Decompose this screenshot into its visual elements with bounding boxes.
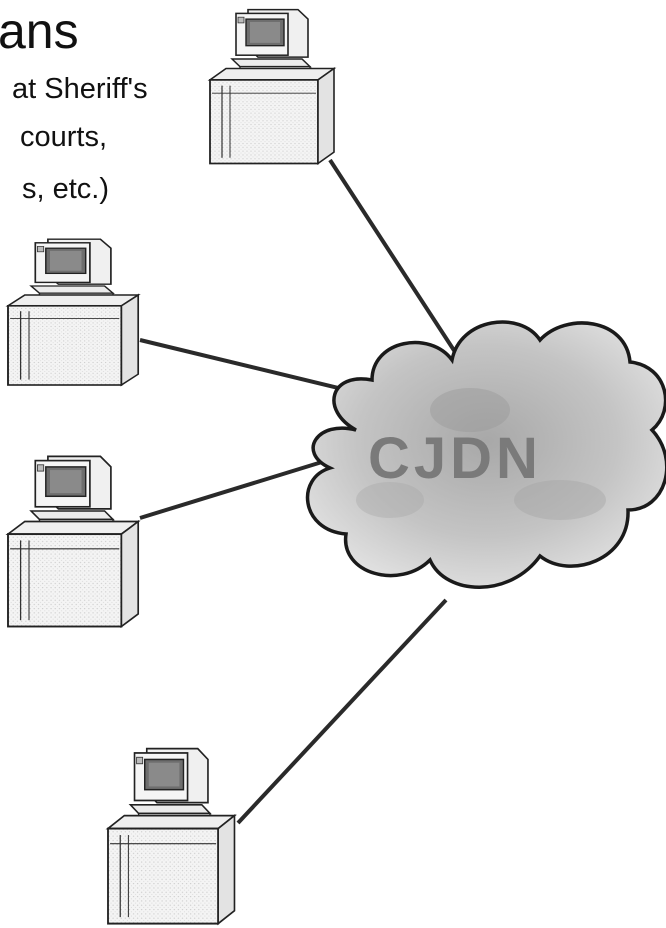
- heading-line-4: s, etc.): [22, 173, 109, 205]
- terminal-bottom: [107, 747, 236, 925]
- heading-block: ans at Sheriff's courts, s, etc.): [0, 3, 148, 205]
- cloud-label: CJDN: [368, 426, 542, 491]
- heading-line-1: ans: [0, 3, 79, 59]
- link-top-to-cloud: [328, 158, 474, 380]
- terminal-top: [209, 8, 335, 165]
- link-lower-left-to-cloud: [139, 460, 323, 520]
- heading-line-2: at Sheriff's: [12, 73, 148, 105]
- terminal-lower-left: [7, 455, 140, 628]
- cjdn-cloud: CJDN: [305, 320, 666, 589]
- heading-line-3: courts,: [20, 121, 107, 153]
- link-bottom-to-cloud: [236, 598, 448, 825]
- cloud-shape: [305, 320, 666, 589]
- terminal-upper-left: [7, 238, 140, 386]
